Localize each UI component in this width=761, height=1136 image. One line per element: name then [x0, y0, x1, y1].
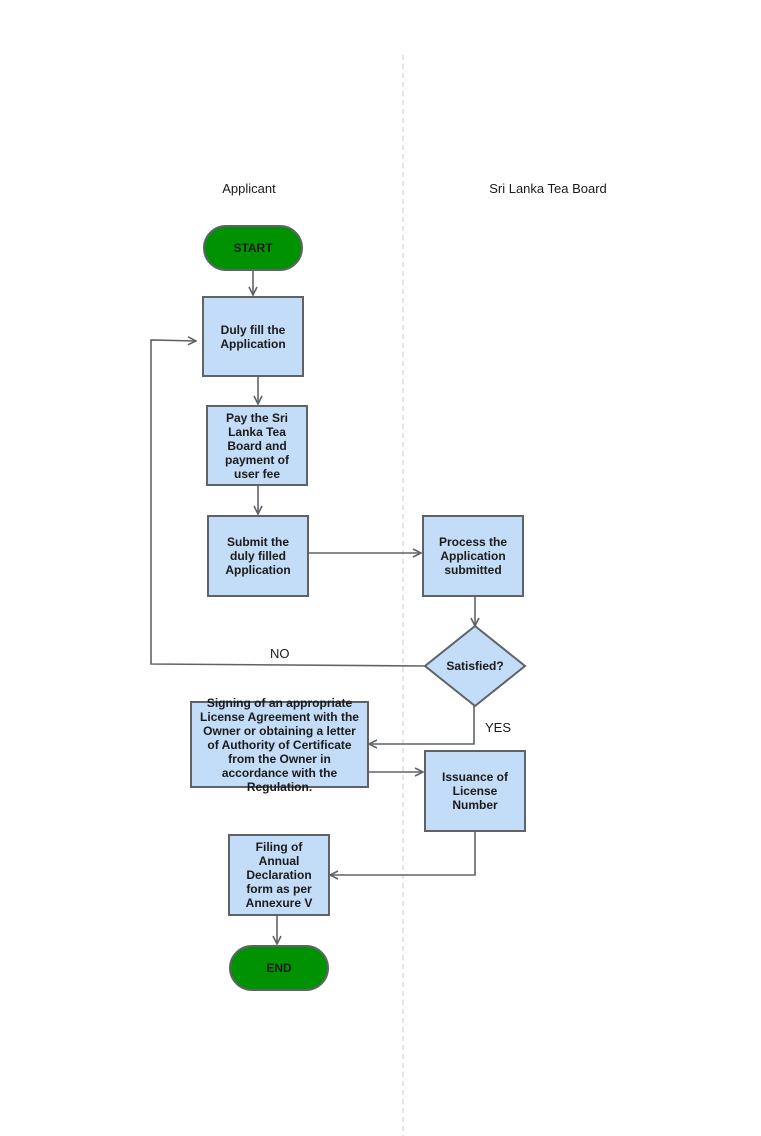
fill-application-box: Duly fill the Application: [202, 296, 304, 377]
edge-decision-yes: [369, 706, 475, 744]
edge-label-no: NO: [270, 646, 290, 661]
submit-application-box: Submit the duly filled Application: [207, 515, 309, 597]
process-application-box: Process the Application submitted: [422, 515, 524, 597]
lane-title-applicant: Applicant: [222, 181, 276, 196]
edge-label-yes: YES: [485, 720, 512, 735]
end-terminal: END: [229, 945, 329, 991]
pay-fee-box: Pay the Sri Lanka Tea Board and payment …: [206, 405, 308, 486]
edge-decision-no-loop: [150, 340, 426, 667]
decision-label: Satisfied?: [446, 659, 504, 673]
decision-diamond: [423, 624, 527, 708]
lane-title-tea-board: Sri Lanka Tea Board: [489, 181, 607, 196]
annual-declaration-box: Filing of Annual Declaration form as per…: [228, 834, 330, 916]
issuance-box: Issuance of License Number: [424, 750, 526, 832]
license-agreement-box: Signing of an appropriate License Agreem…: [190, 696, 369, 794]
start-terminal: START: [203, 225, 303, 271]
edge-issuance-to-declaration: [330, 832, 476, 875]
